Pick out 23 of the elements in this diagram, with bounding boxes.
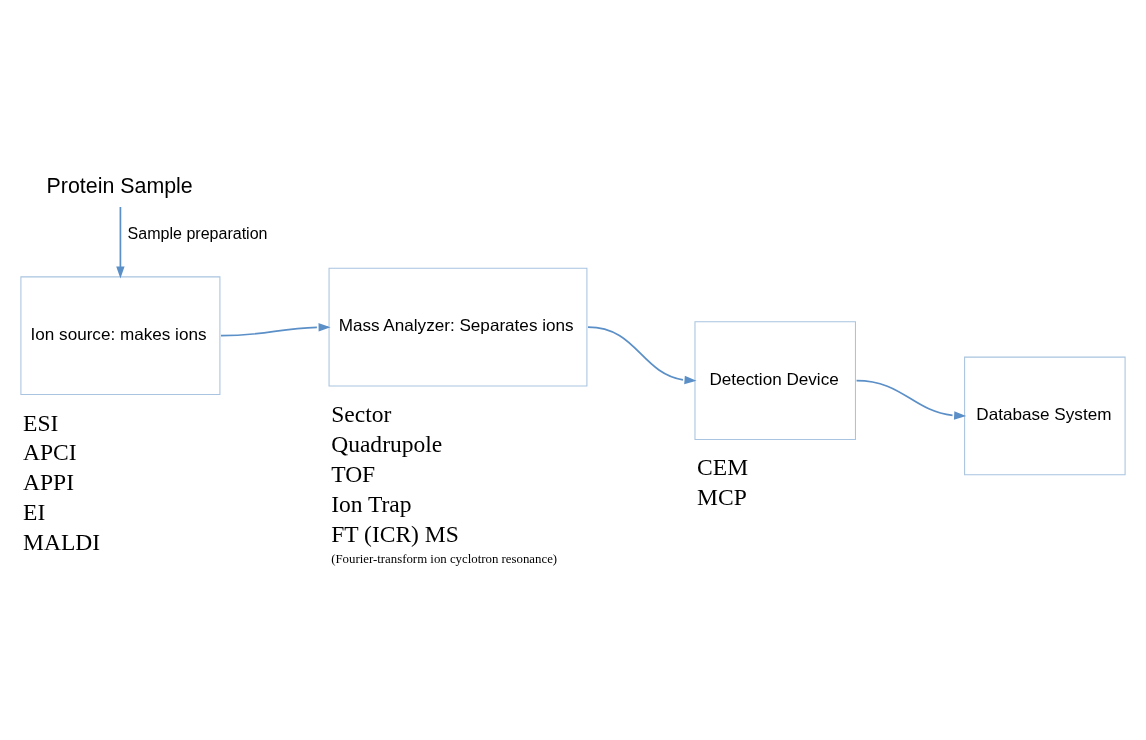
node-label: TOF	[331, 460, 376, 487]
node-box: Database System	[964, 356, 1126, 475]
node-label: APCI	[23, 438, 77, 465]
arrow	[116, 205, 125, 278]
node-label: ESI	[23, 409, 59, 436]
edge-label: Sample preparation	[127, 223, 268, 242]
arrow	[587, 325, 697, 384]
node-label: Quadrupole	[331, 430, 443, 457]
node-label: Sector	[331, 400, 392, 427]
arrow	[220, 322, 331, 337]
node-label: Ion Trap	[331, 490, 412, 517]
node-label: APPI	[23, 468, 75, 495]
node-label: MALDI	[23, 528, 101, 555]
node-label: MCP	[697, 483, 747, 510]
node-box: Detection Device	[694, 320, 856, 440]
node-label: EI	[23, 498, 46, 525]
node-box: Mass Analyzer: Separates ions	[328, 267, 588, 387]
node-label: FT (ICR) MS	[331, 520, 459, 547]
arrow	[855, 379, 967, 420]
node-text: Protein Sample	[46, 173, 193, 198]
node-label: (Fourier-transform ion cyclotron resonance)	[331, 551, 558, 566]
node-box: Ion source: makes ions	[20, 275, 221, 395]
node-label: CEM	[697, 453, 749, 480]
